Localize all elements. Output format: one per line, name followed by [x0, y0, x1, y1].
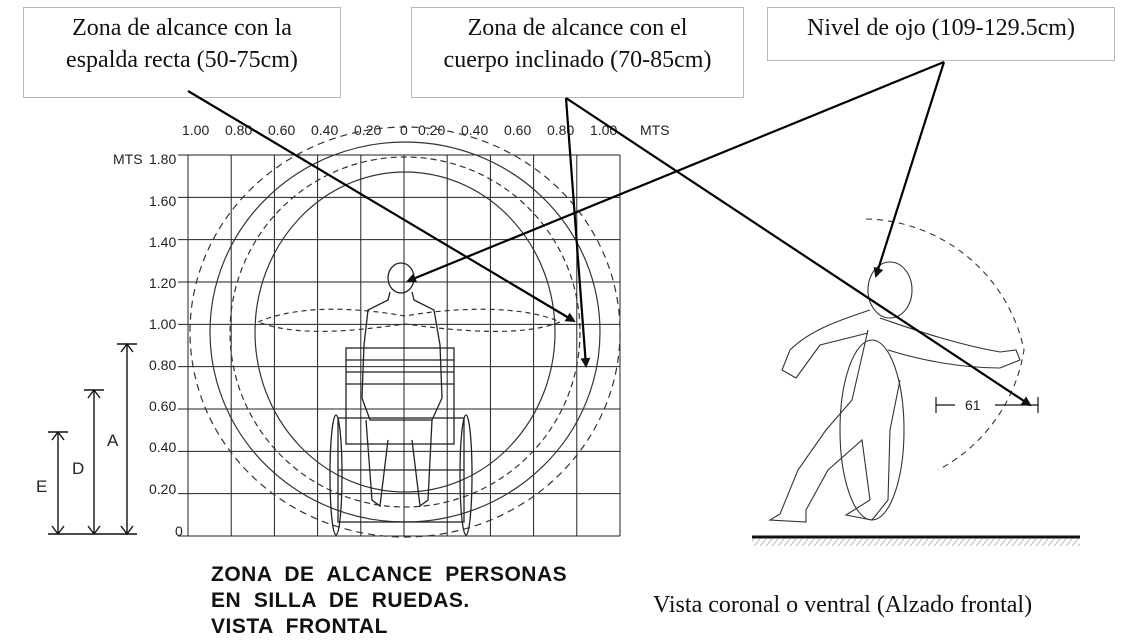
top-scale-label: 0.20: [418, 122, 445, 138]
dim-arrow: [120, 342, 134, 536]
middle-reach-arc: [229, 156, 581, 508]
leader-arrows: [187, 60, 1032, 407]
right-wheel: [459, 414, 473, 536]
callout-straight-back-line2: espalda recta (50-75cm): [66, 47, 298, 73]
top-scale-label: 0.60: [504, 122, 531, 138]
callout-inclined-body-line2: cuerpo inclinado (70-85cm): [443, 47, 712, 73]
side-view-figure: [752, 218, 1080, 539]
arrow-inclined-to-arc: [564, 97, 591, 368]
dim-e-letter: E: [36, 477, 47, 496]
side-dimension-label: 61: [965, 397, 981, 413]
outer-reach-arc: [189, 126, 621, 538]
arrow-eye-front: [406, 60, 945, 283]
top-scale-label: 0.40: [461, 122, 488, 138]
legs: [365, 419, 433, 508]
caption-frontal-line1: ZONA DE ALCANCE PERSONAS: [211, 563, 568, 586]
arrow-eye-side: [873, 61, 946, 278]
left-scale-unit: MTS: [113, 151, 143, 167]
straight-reach-arc: [254, 171, 556, 493]
left-scale-label: 0.60: [149, 398, 176, 414]
callout-eye-level-text: Nivel de ojo (109-129.5cm): [807, 15, 1075, 41]
top-scale-label: 0.60: [268, 122, 295, 138]
top-scale-label: 0.80: [547, 122, 574, 138]
dim-a-letter: A: [107, 431, 119, 450]
head: [387, 262, 415, 294]
callout-eye-level: Nivel de ojo (109-129.5cm): [767, 7, 1115, 61]
caption-frontal-line3: VISTA FRONTAL: [211, 615, 388, 638]
side-right-arm: [879, 317, 1021, 369]
reach-arcs: [189, 126, 621, 538]
left-scale-label: 0.40: [149, 439, 176, 455]
arrow-inclined-to-hand: [565, 97, 1032, 407]
top-scale-unit: MTS: [640, 122, 670, 138]
chair-back: [345, 347, 455, 445]
floor-hatch: [752, 538, 1080, 546]
reach-grid: [178, 154, 621, 537]
left-scale-label: 1.20: [149, 275, 176, 291]
inclined-reach-arc: [209, 141, 601, 523]
dim-arrow: [87, 388, 101, 536]
left-wheel: [329, 414, 343, 536]
top-scale-label: 1.00: [182, 122, 209, 138]
top-scale-label: 0.40: [311, 122, 338, 138]
top-scale-label: 0.80: [225, 122, 252, 138]
arm-sweep: [256, 308, 562, 332]
left-scale-label: 0: [175, 523, 183, 539]
side-left-arm: [781, 309, 871, 379]
caption-frontal-line2: EN SILLA DE RUEDAS.: [211, 589, 470, 612]
caption-coronal-view: Vista coronal o ventral (Alzado frontal): [653, 592, 1033, 618]
callout-inclined-body-line1: Zona de alcance con el: [467, 15, 688, 41]
dimension-lines: [48, 342, 137, 536]
left-scale-label: 0.20: [149, 481, 176, 497]
top-scale-label: 1.00: [590, 122, 617, 138]
left-scale-label: 1.40: [149, 234, 176, 250]
left-scale-label: 0.80: [149, 357, 176, 373]
side-body-legs: [768, 329, 901, 523]
left-scale-label: 1.60: [149, 193, 176, 209]
left-scale-label: 1.00: [149, 316, 176, 332]
side-wheel: [839, 339, 905, 521]
torso: [361, 291, 443, 421]
side-reach-arc: [865, 218, 1025, 471]
left-scale: MTS 1.80 1.60 1.40 1.20 1.00 0.80 0.60 0…: [113, 151, 183, 539]
top-scale-label: 0: [400, 122, 408, 138]
side-head: [867, 261, 913, 319]
frontal-wheelchair-figure: [329, 262, 473, 536]
callout-straight-back-line1: Zona de alcance con la: [72, 15, 292, 41]
dim-d-letter: D: [72, 459, 84, 478]
callout-inclined-body: Zona de alcance con el cuerpo inclinado …: [411, 7, 744, 98]
callout-straight-back: Zona de alcance con la espalda recta (50…: [23, 7, 341, 98]
arrow-straight-back: [187, 90, 576, 323]
caption-frontal-view: ZONA DE ALCANCE PERSONAS EN SILLA DE RUE…: [211, 562, 567, 640]
dim-arrow: [51, 430, 65, 536]
left-scale-label: 1.80: [149, 151, 176, 167]
